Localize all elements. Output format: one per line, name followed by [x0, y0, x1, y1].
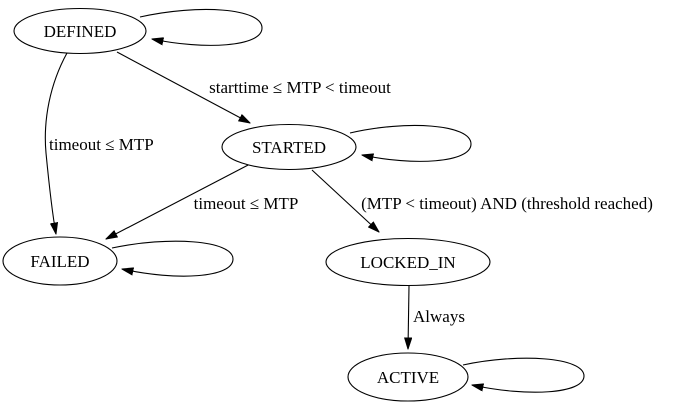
state-label-started: STARTED [252, 138, 326, 157]
self-loop-started [349, 124, 472, 162]
edge-started-lockedin [311, 169, 379, 232]
state-node-active: ACTIVE [347, 352, 469, 402]
state-label-failed: FAILED [30, 252, 89, 271]
self-loop-active [462, 357, 585, 393]
state-label-locked-in: LOCKED_IN [360, 253, 455, 272]
edge-lockedin-active [408, 285, 409, 349]
edge-label-started-lockedin: (MTP < timeout) AND (threshold reached) [361, 194, 653, 213]
edge-defined-started [116, 51, 250, 123]
self-loop-failed [111, 240, 234, 277]
state-ellipse-started [221, 123, 357, 171]
state-label-active: ACTIVE [377, 368, 439, 387]
edge-label-defined-started: starttime ≤ MTP < timeout [209, 78, 391, 97]
state-node-defined: DEFINED [13, 7, 147, 55]
edge-label-defined-failed: timeout ≤ MTP [49, 135, 154, 154]
edge-label-lockedin-active: Always [413, 307, 465, 326]
edge-defined-failed [44, 52, 68, 234]
edge-started-failed [106, 162, 253, 239]
state-ellipse-defined [13, 7, 147, 55]
state-ellipse-failed [2, 236, 118, 286]
self-loop-defined [139, 8, 263, 46]
edge-label-started-failed: timeout ≤ MTP [194, 194, 299, 213]
state-node-locked-in: LOCKED_IN [325, 237, 491, 287]
state-ellipse-locked-in [325, 237, 491, 287]
state-label-defined: DEFINED [44, 22, 117, 41]
state-ellipse-active [347, 352, 469, 402]
state-node-failed: FAILED [2, 236, 118, 286]
state-node-started: STARTED [221, 123, 357, 171]
